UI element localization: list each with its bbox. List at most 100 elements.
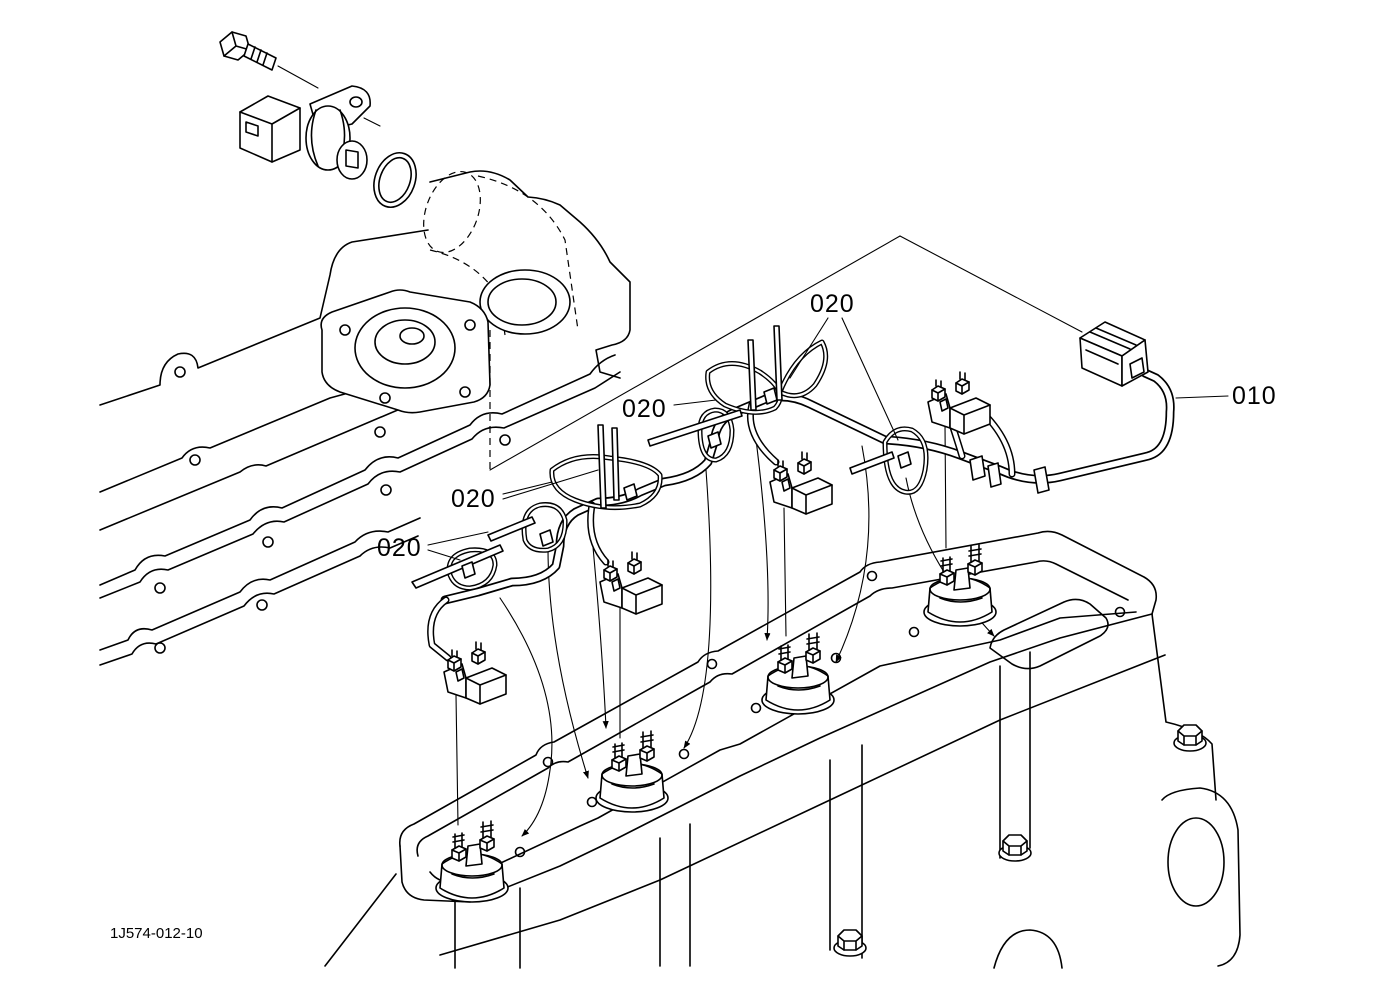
gasket-band-b-inner [99, 535, 419, 666]
head-walls [454, 651, 1031, 969]
tie-band-fill [778, 340, 827, 397]
cover-bore [354, 307, 456, 389]
cover-inner-bore [374, 319, 436, 365]
tie-tail [747, 339, 757, 411]
head-bolt-hole [678, 748, 690, 760]
tie-band-fill [448, 548, 497, 590]
connector-to-injector-line [944, 424, 947, 549]
connector-to-injector-line [455, 694, 459, 826]
gasket-hole [154, 642, 166, 654]
tie-band-fill [706, 362, 782, 414]
cable-ties [411, 325, 929, 591]
cylinder-head-upper [99, 229, 621, 666]
sensor-nose-tip [345, 149, 359, 169]
head-bolt-hole [586, 796, 598, 808]
tie-buckle [707, 431, 722, 449]
gasket-band-b-outer [99, 517, 421, 651]
mounting-bolt-head-edges [223, 31, 251, 57]
head-side-edge-2 [99, 391, 441, 531]
guide-line [835, 445, 870, 663]
mounting-bolt-threads [250, 46, 268, 66]
callout-leaders [427, 317, 1229, 561]
cover-bolt-hole [379, 392, 391, 404]
bolt-axis-line [277, 65, 319, 89]
head-bolt-hole [706, 658, 718, 670]
head-bolt [1173, 724, 1207, 752]
head-rail-inner [416, 560, 1129, 857]
head-bolt-hole [750, 702, 762, 714]
head-bolt-hole [514, 846, 526, 858]
harness-clip [987, 462, 1002, 488]
frame-line-left [489, 235, 901, 471]
cover-bolt-hole [339, 324, 351, 336]
tie-band-fill [550, 455, 662, 509]
head-hole [189, 454, 201, 466]
guide-line [547, 547, 589, 779]
head-side-edge [99, 391, 353, 493]
injector-1 [435, 820, 509, 903]
block-bore-arc [993, 929, 1063, 969]
mounting-bolt-shank [243, 43, 277, 71]
frame-line-right [899, 235, 1083, 333]
tie-band-fill [698, 408, 734, 462]
guide-line [683, 469, 712, 749]
sensor-connector [239, 95, 301, 163]
tie-strap-flat [647, 409, 743, 447]
head-bolt-hole [908, 626, 920, 638]
gasket-hole [380, 484, 392, 496]
head-bolt-hole [866, 570, 878, 582]
housing-outlet-bore [487, 278, 557, 326]
head-combustion-pocket [989, 598, 1109, 670]
injectors [435, 544, 997, 903]
gasket-hole [256, 599, 268, 611]
gasket-hole [154, 582, 166, 594]
main-connector [1079, 321, 1149, 387]
harness-clamp [1033, 466, 1050, 494]
head-rail-outer [398, 530, 1158, 847]
cover-bolt-hole [464, 319, 476, 331]
housing-elbow-hidden [423, 170, 481, 254]
head-bolt [998, 834, 1032, 862]
block-left-edge [324, 873, 397, 967]
tie-band-fill [522, 503, 567, 552]
head-lower-edge [439, 654, 1166, 956]
cylinder-head-lower [324, 530, 1241, 969]
callout-label: 020 [622, 395, 667, 423]
injector-3 [761, 632, 835, 715]
sensor-assembly [219, 31, 417, 208]
harness-branch-2-fill [588, 503, 608, 564]
gear-case-plate [1161, 787, 1241, 967]
sensor-flange-hole [349, 96, 363, 108]
leader-line-020 [427, 549, 461, 561]
tie-tail [611, 427, 620, 501]
leader-line-020 [427, 531, 489, 546]
callout-label: 020 [451, 485, 496, 513]
leader-line-020 [502, 469, 599, 500]
tie-strap-flat [487, 516, 536, 542]
leader-line-020 [502, 481, 553, 495]
head-rail-front-edge [399, 613, 1153, 903]
head-top-edge [99, 229, 429, 406]
housing-hidden-edge [477, 175, 579, 331]
sensor-nose [336, 140, 368, 180]
cover-bolt-hole [459, 386, 471, 398]
callout-labels: 020 020 020 020 010 1J574-012-10 [110, 290, 1276, 942]
tie-buckle [897, 451, 912, 469]
tie-buckle [763, 387, 778, 405]
guide-line [753, 423, 771, 641]
tie-buckle [623, 483, 638, 501]
callout-label: 020 [377, 534, 422, 562]
main-connector-ribs [1085, 327, 1137, 365]
sensor-connector-latch [245, 121, 259, 137]
tie-band-fill [883, 427, 928, 494]
sensor-connector-edges [239, 107, 301, 163]
tie-tail [773, 325, 783, 401]
harness-branch-1-fill [428, 598, 450, 660]
head-bolt-hole [1114, 606, 1126, 618]
o-ring-outer [373, 152, 417, 208]
gasket-band-a-inner [99, 371, 621, 599]
o-ring-inner [378, 156, 412, 204]
routing-guide-lines [455, 423, 995, 837]
callout-label: 020 [810, 290, 855, 318]
